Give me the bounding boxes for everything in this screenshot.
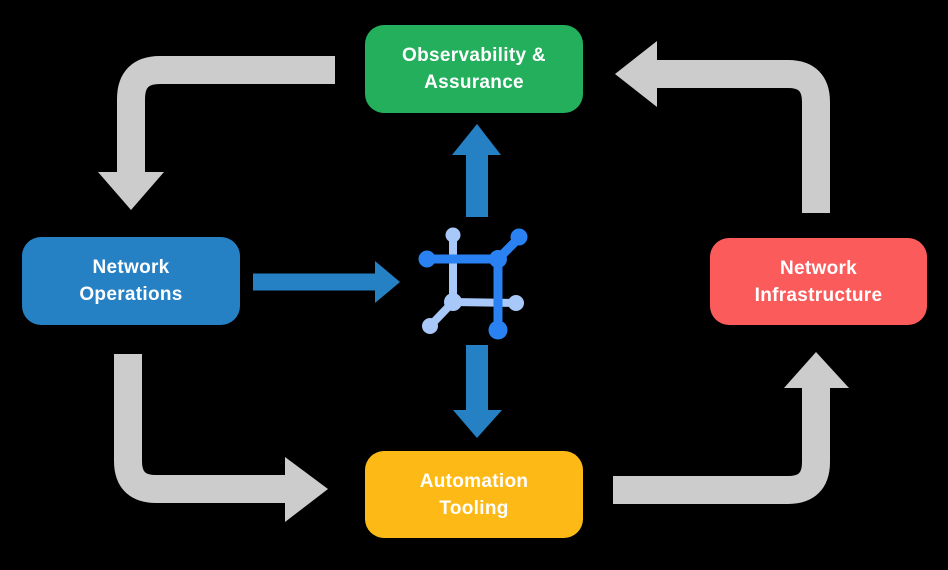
arrow-head-right-icon — [285, 457, 328, 522]
node-label: Network — [779, 257, 858, 279]
node-label: Observability & — [402, 45, 546, 66]
arrow-operations-to-automation — [114, 354, 328, 522]
arrow-head-down-icon — [453, 410, 502, 438]
network-mesh-icon — [418, 227, 528, 340]
arrow-shaft — [656, 60, 830, 213]
arrow-automation-to-infrastructure — [613, 352, 849, 504]
arrow-head-right-icon — [375, 261, 400, 303]
node-observability-assurance: Observability & Assurance — [365, 25, 583, 113]
arrow-shaft — [114, 354, 286, 503]
node-label: Tooling — [439, 497, 509, 519]
arrow-head-down-icon — [98, 172, 164, 210]
node-label: Infrastructure — [754, 284, 883, 306]
arrow-operations-to-center — [253, 261, 400, 303]
node-label: Automation — [419, 470, 529, 492]
node-network-infrastructure: Network Infrastructure — [710, 238, 927, 325]
network-mesh-icon-light-part — [422, 227, 524, 334]
arrow-observability-to-operations — [98, 56, 335, 210]
arrow-shaft — [613, 387, 830, 504]
network-mesh-icon-dark-part — [418, 228, 528, 340]
node-automation-tooling: Automation Tooling — [365, 451, 583, 538]
arrow-infrastructure-to-observability — [615, 41, 830, 213]
arrow-shaft — [117, 56, 335, 173]
node-label: Network — [92, 257, 170, 278]
node-network-operations: Network Operations — [22, 237, 240, 325]
node-label: Operations — [79, 284, 183, 305]
arrow-head-up-icon — [452, 124, 501, 155]
node-label: Assurance — [424, 72, 524, 93]
arrow-head-up-icon — [784, 352, 849, 388]
arrow-center-to-observability — [452, 124, 501, 217]
arrow-head-left-icon — [615, 41, 657, 107]
arrow-center-to-automation — [453, 345, 502, 438]
